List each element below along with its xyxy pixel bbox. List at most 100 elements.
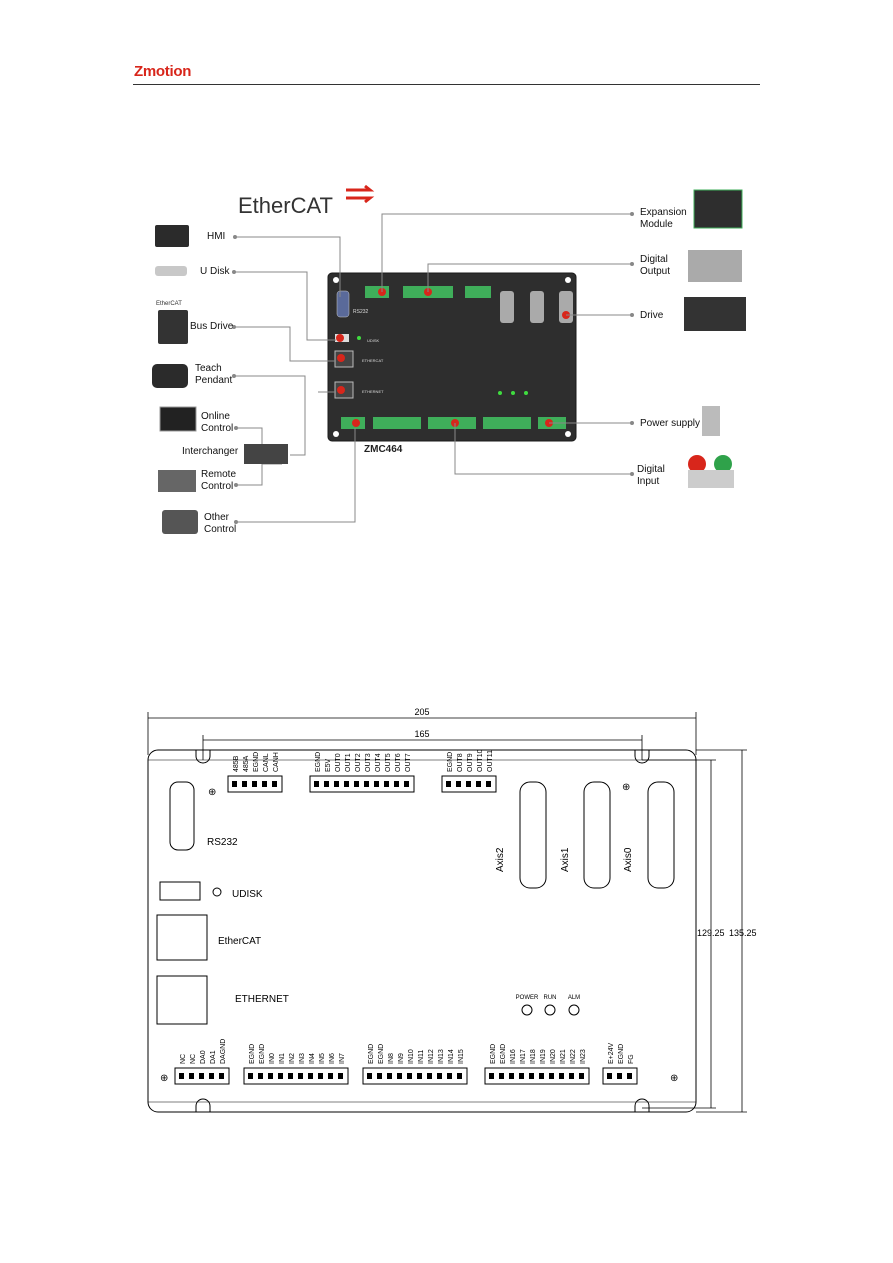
terminal-label: EGND <box>249 1044 256 1064</box>
terminal-pin <box>456 781 461 787</box>
bottom-terminal-block-3 <box>484 1067 590 1085</box>
terminal-pin <box>344 781 349 787</box>
label-hmi: HMI <box>207 231 226 242</box>
terminal-pin <box>427 1073 432 1079</box>
terminal-label: E5V <box>325 758 332 772</box>
terminal-pin <box>374 781 379 787</box>
label-bus-drive: Bus Drive <box>190 321 234 332</box>
terminal-label: OUT3 <box>365 753 372 772</box>
terminal-pin <box>314 781 319 787</box>
label-drive: Drive <box>640 310 664 321</box>
terminal-pin <box>377 1073 382 1079</box>
terminal-pin <box>519 1073 524 1079</box>
svg-text:⊕: ⊕ <box>622 782 630 793</box>
terminal-pin <box>232 781 237 787</box>
terminal-label: IN0 <box>269 1053 276 1064</box>
label-digital-out: Digital <box>640 254 668 265</box>
terminal-label: IN14 <box>448 1049 455 1064</box>
terminal-pin <box>476 781 481 787</box>
wiring-diagram: EtherCAT <box>152 184 746 534</box>
bus-drive-image <box>158 310 188 344</box>
terminal-pin <box>617 1073 622 1079</box>
expansion-image <box>693 189 743 229</box>
terminal-pin <box>457 1073 462 1079</box>
svg-text:EtherCAT: EtherCAT <box>156 301 182 307</box>
terminal-pin <box>404 781 409 787</box>
label-input: Input <box>637 476 660 487</box>
terminal-label: EGND <box>259 1044 266 1064</box>
monitor-image <box>159 406 197 432</box>
terminal-pin <box>569 1073 574 1079</box>
board-model: ZMC464 <box>364 444 403 455</box>
label-output: Output <box>640 266 671 277</box>
terminal-pin <box>407 1073 412 1079</box>
brand-logo: Zmotion <box>134 63 192 80</box>
terminal-pin <box>367 1073 372 1079</box>
terminal-pin <box>446 781 451 787</box>
label-power-supply: Power supply <box>640 418 701 429</box>
terminal-label: IN11 <box>418 1050 425 1064</box>
power-supply-image <box>702 406 720 436</box>
terminal-label: IN16 <box>510 1049 517 1064</box>
terminal-pin <box>189 1073 194 1079</box>
terminal-label: IN20 <box>550 1049 557 1064</box>
terminal-pin <box>298 1073 303 1079</box>
terminal-label: EGND <box>618 1044 625 1064</box>
svg-text:RS232: RS232 <box>207 837 238 848</box>
laptop-image <box>158 470 196 492</box>
drive-image <box>684 297 746 331</box>
terminal-pin <box>579 1073 584 1079</box>
bottom-terminal-block-4 <box>602 1067 638 1085</box>
terminal-pin <box>288 1073 293 1079</box>
terminal-pin <box>397 1073 402 1079</box>
top-terminal-block-0 <box>227 775 283 793</box>
dim-165: 165 <box>414 729 429 739</box>
terminal-label: EGND <box>368 1044 375 1064</box>
terminal-pin <box>394 781 399 787</box>
terminal-label: E+24V <box>608 1042 615 1064</box>
terminal-label: IN1 <box>279 1053 286 1064</box>
terminal-label: IN22 <box>570 1049 577 1064</box>
svg-text:Axis2: Axis2 <box>495 847 506 872</box>
label-online-control: Control <box>201 423 234 434</box>
svg-text:Axis0: Axis0 <box>623 847 634 872</box>
terminal-pin <box>258 1073 263 1079</box>
label-teach: Teach <box>195 363 222 374</box>
terminal-label: 485A <box>243 755 250 772</box>
terminal-label: IN10 <box>408 1049 415 1064</box>
terminal-label: IN19 <box>540 1049 547 1064</box>
svg-text:POWER: POWER <box>516 995 539 1001</box>
terminal-pin <box>417 1073 422 1079</box>
svg-text:ETHERNET: ETHERNET <box>362 389 384 394</box>
svg-text:RS232: RS232 <box>353 309 369 315</box>
estop-red-image <box>688 455 706 473</box>
terminal-label: EGND <box>500 1044 507 1064</box>
terminal-pin <box>539 1073 544 1079</box>
terminal-pin <box>334 781 339 787</box>
terminal-label: DAGND <box>220 1039 227 1064</box>
terminal-label: OUT9 <box>467 753 474 772</box>
header-rule <box>133 84 760 85</box>
terminal-label: OUT1 <box>345 753 352 772</box>
terminal-pin <box>338 1073 343 1079</box>
plc-image <box>162 510 198 534</box>
terminal-pin <box>278 1073 283 1079</box>
bottom-terminal-block-0 <box>174 1067 230 1085</box>
terminal-pin <box>248 1073 253 1079</box>
svg-text:ETHERCAT: ETHERCAT <box>362 358 384 363</box>
axis2-port <box>519 781 547 889</box>
terminal-pin <box>364 781 369 787</box>
terminal-pin <box>437 1073 442 1079</box>
terminal-label: OUT2 <box>355 753 362 772</box>
label-other-control: Control <box>204 524 237 535</box>
label-remote-control: Control <box>201 481 234 492</box>
terminal-pin <box>179 1073 184 1079</box>
svg-text:UDISK: UDISK <box>232 889 263 900</box>
svg-text:UDISK: UDISK <box>367 338 380 343</box>
button-green-image <box>714 455 732 473</box>
ethercat-logo: EtherCAT <box>238 193 333 218</box>
dim-205: 205 <box>414 707 429 717</box>
terminal-label: IN23 <box>580 1049 587 1064</box>
teach-pendant-image <box>152 364 188 388</box>
top-terminal-block-1 <box>309 775 415 793</box>
